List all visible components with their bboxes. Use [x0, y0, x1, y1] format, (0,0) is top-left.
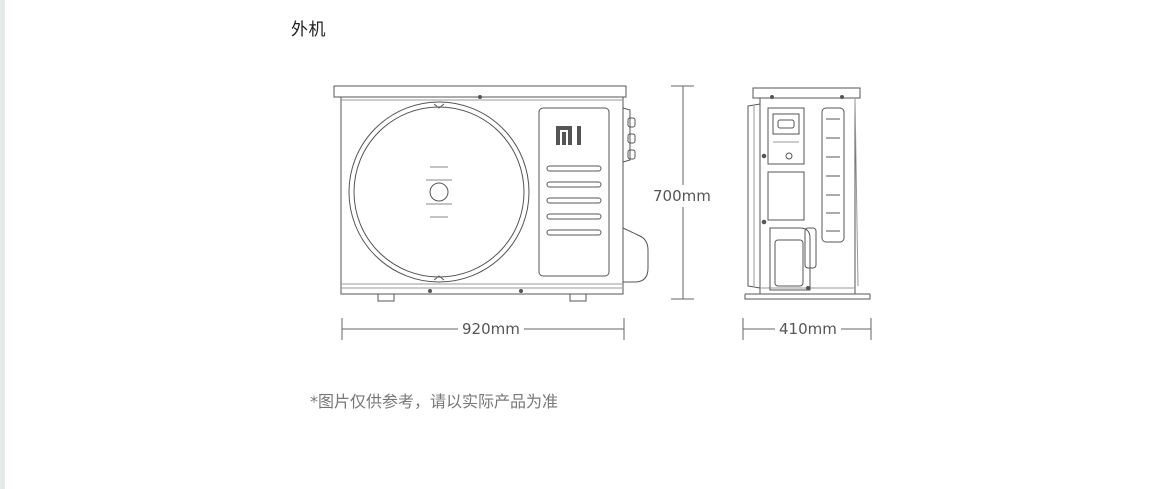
side-body [759, 97, 856, 295]
side-top-cap [752, 87, 861, 99]
front-side-panel [538, 107, 610, 277]
side-valve-box [767, 107, 805, 165]
height-dimension-label: 700mm [653, 185, 711, 207]
width-dimension-label: 920mm [458, 320, 524, 338]
left-edge-strip [0, 0, 5, 489]
side-handle [769, 227, 817, 291]
side-middle-box [767, 171, 805, 221]
disclaimer-text: *图片仅供参考，请以实际产品为准 [310, 392, 559, 411]
dimension-lines [341, 85, 872, 340]
side-vent-panel [821, 107, 845, 243]
front-valves [622, 107, 649, 283]
side-view [744, 87, 871, 300]
fan-guard [348, 101, 530, 283]
front-view [333, 85, 649, 302]
front-feet [377, 293, 587, 302]
front-vent-slots [546, 165, 602, 236]
depth-dimension-label: 410mm [775, 320, 841, 338]
mi-logo-icon [556, 126, 581, 145]
section-title: 外机 [291, 20, 326, 40]
side-base [744, 294, 871, 300]
side-back-grille [747, 103, 761, 289]
